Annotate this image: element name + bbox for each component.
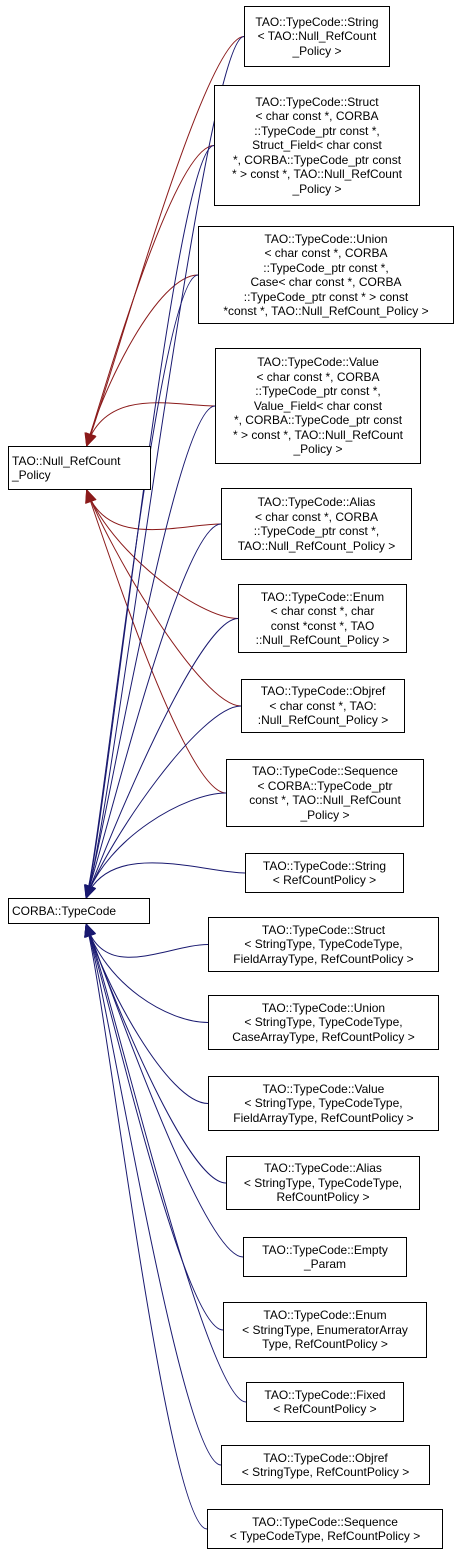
class-node-sequence-refcount[interactable]: TAO::TypeCode::Sequence < TypeCodeType, … <box>207 1509 443 1549</box>
class-node-alias-null-policy[interactable]: TAO::TypeCode::Alias < char const *, COR… <box>221 488 412 560</box>
class-label: TAO::TypeCode::Value < StringType, TypeC… <box>233 1081 414 1125</box>
class-label: TAO::TypeCode::Struct < StringType, Type… <box>233 922 414 966</box>
inheritance-edge <box>85 523 222 899</box>
class-label: TAO::TypeCode::Enum < StringType, Enumer… <box>242 1308 408 1352</box>
inheritance-edge <box>85 923 247 1403</box>
base-class-label: TAO::Null_RefCount _Policy <box>12 453 121 483</box>
class-label: TAO::TypeCode::Value < char const *, COR… <box>233 355 403 457</box>
class-node-string-null-policy[interactable]: TAO::TypeCode::String < TAO::Null_RefCou… <box>244 6 390 67</box>
inheritance-edge <box>85 923 244 1258</box>
class-label: TAO::TypeCode::Empty _Param <box>262 1242 388 1272</box>
base-class-null-refcount-policy[interactable]: TAO::Null_RefCount _Policy <box>8 446 151 490</box>
inheritance-edge <box>85 923 224 1331</box>
class-node-union-null-policy[interactable]: TAO::TypeCode::Union < char const *, COR… <box>198 226 454 324</box>
inheritance-edge <box>85 145 215 899</box>
class-label: TAO::TypeCode::Alias < StringType, TypeC… <box>243 1161 403 1205</box>
class-node-alias-refcount[interactable]: TAO::TypeCode::Alias < StringType, TypeC… <box>226 1156 420 1210</box>
inheritance-edge <box>86 489 239 619</box>
class-node-enum-null-policy[interactable]: TAO::TypeCode::Enum < char const *, char… <box>238 584 407 653</box>
inheritance-edge <box>85 923 209 958</box>
inheritance-edge <box>86 489 222 531</box>
inheritance-edge <box>85 923 208 1530</box>
class-node-fixed-refcount[interactable]: TAO::TypeCode::Fixed < RefCountPolicy > <box>246 1382 404 1422</box>
inheritance-edge <box>86 145 215 447</box>
inheritance-edge <box>86 402 216 447</box>
class-label: TAO::TypeCode::Alias < char const *, COR… <box>237 495 396 553</box>
class-node-string-refcount[interactable]: TAO::TypeCode::String < RefCountPolicy > <box>245 853 404 893</box>
class-label: TAO::TypeCode::Objref < StringType, RefC… <box>241 1450 410 1480</box>
class-node-empty-param[interactable]: TAO::TypeCode::Empty _Param <box>243 1237 407 1277</box>
class-label: TAO::TypeCode::String < TAO::Null_RefCou… <box>255 14 379 58</box>
class-node-value-refcount[interactable]: TAO::TypeCode::Value < StringType, TypeC… <box>208 1076 439 1131</box>
class-node-struct-refcount[interactable]: TAO::TypeCode::Struct < StringType, Type… <box>208 917 439 972</box>
inheritance-edge <box>85 862 246 899</box>
class-label: TAO::TypeCode::Union < char const *, COR… <box>223 231 429 319</box>
inheritance-arrowhead <box>84 922 96 938</box>
class-label: TAO::TypeCode::Objref < char const *, TA… <box>257 684 389 728</box>
class-label: TAO::TypeCode::Enum < char const *, char… <box>255 589 390 648</box>
inheritance-arrowhead <box>85 884 97 900</box>
class-node-union-refcount[interactable]: TAO::TypeCode::Union < StringType, TypeC… <box>208 995 439 1050</box>
class-node-objref-null-policy[interactable]: TAO::TypeCode::Objref < char const *, TA… <box>241 679 405 733</box>
inheritance-edge <box>85 923 222 1466</box>
class-node-objref-refcount[interactable]: TAO::TypeCode::Objref < StringType, RefC… <box>221 1445 430 1485</box>
inheritance-edge <box>85 274 199 899</box>
class-label: TAO::TypeCode::Sequence < TypeCodeType, … <box>229 1514 421 1544</box>
class-label: TAO::TypeCode::Struct < char const *, CO… <box>232 94 402 196</box>
inheritance-edge <box>86 274 199 447</box>
inheritance-edge <box>85 405 216 899</box>
inheritance-arrowhead <box>85 488 97 504</box>
inheritance-edge <box>86 489 227 794</box>
base-class-corba-typecode[interactable]: CORBA::TypeCode <box>8 898 150 924</box>
inheritance-edge <box>85 923 209 1023</box>
class-node-struct-null-policy[interactable]: TAO::TypeCode::Struct < char const *, CO… <box>214 85 420 206</box>
class-label: TAO::TypeCode::Sequence < CORBA::TypeCod… <box>249 764 401 822</box>
inheritance-edge <box>85 792 227 899</box>
inheritance-edge <box>85 36 245 899</box>
class-node-sequence-null-policy[interactable]: TAO::TypeCode::Sequence < CORBA::TypeCod… <box>226 759 424 827</box>
base-class-label: CORBA::TypeCode <box>12 903 117 918</box>
inheritance-edge <box>85 705 242 899</box>
class-node-enum-refcount[interactable]: TAO::TypeCode::Enum < StringType, Enumer… <box>223 1302 427 1358</box>
class-label: TAO::TypeCode::String < RefCountPolicy > <box>262 858 387 888</box>
inheritance-edge <box>85 618 239 899</box>
class-label: TAO::TypeCode::Fixed < RefCountPolicy > <box>264 1387 386 1417</box>
class-node-value-null-policy[interactable]: TAO::TypeCode::Value < char const *, COR… <box>215 348 421 464</box>
inheritance-edge <box>85 923 227 1184</box>
class-label: TAO::TypeCode::Union < StringType, TypeC… <box>232 1000 415 1044</box>
inheritance-edge <box>86 489 242 707</box>
inheritance-arrowhead <box>84 432 96 448</box>
